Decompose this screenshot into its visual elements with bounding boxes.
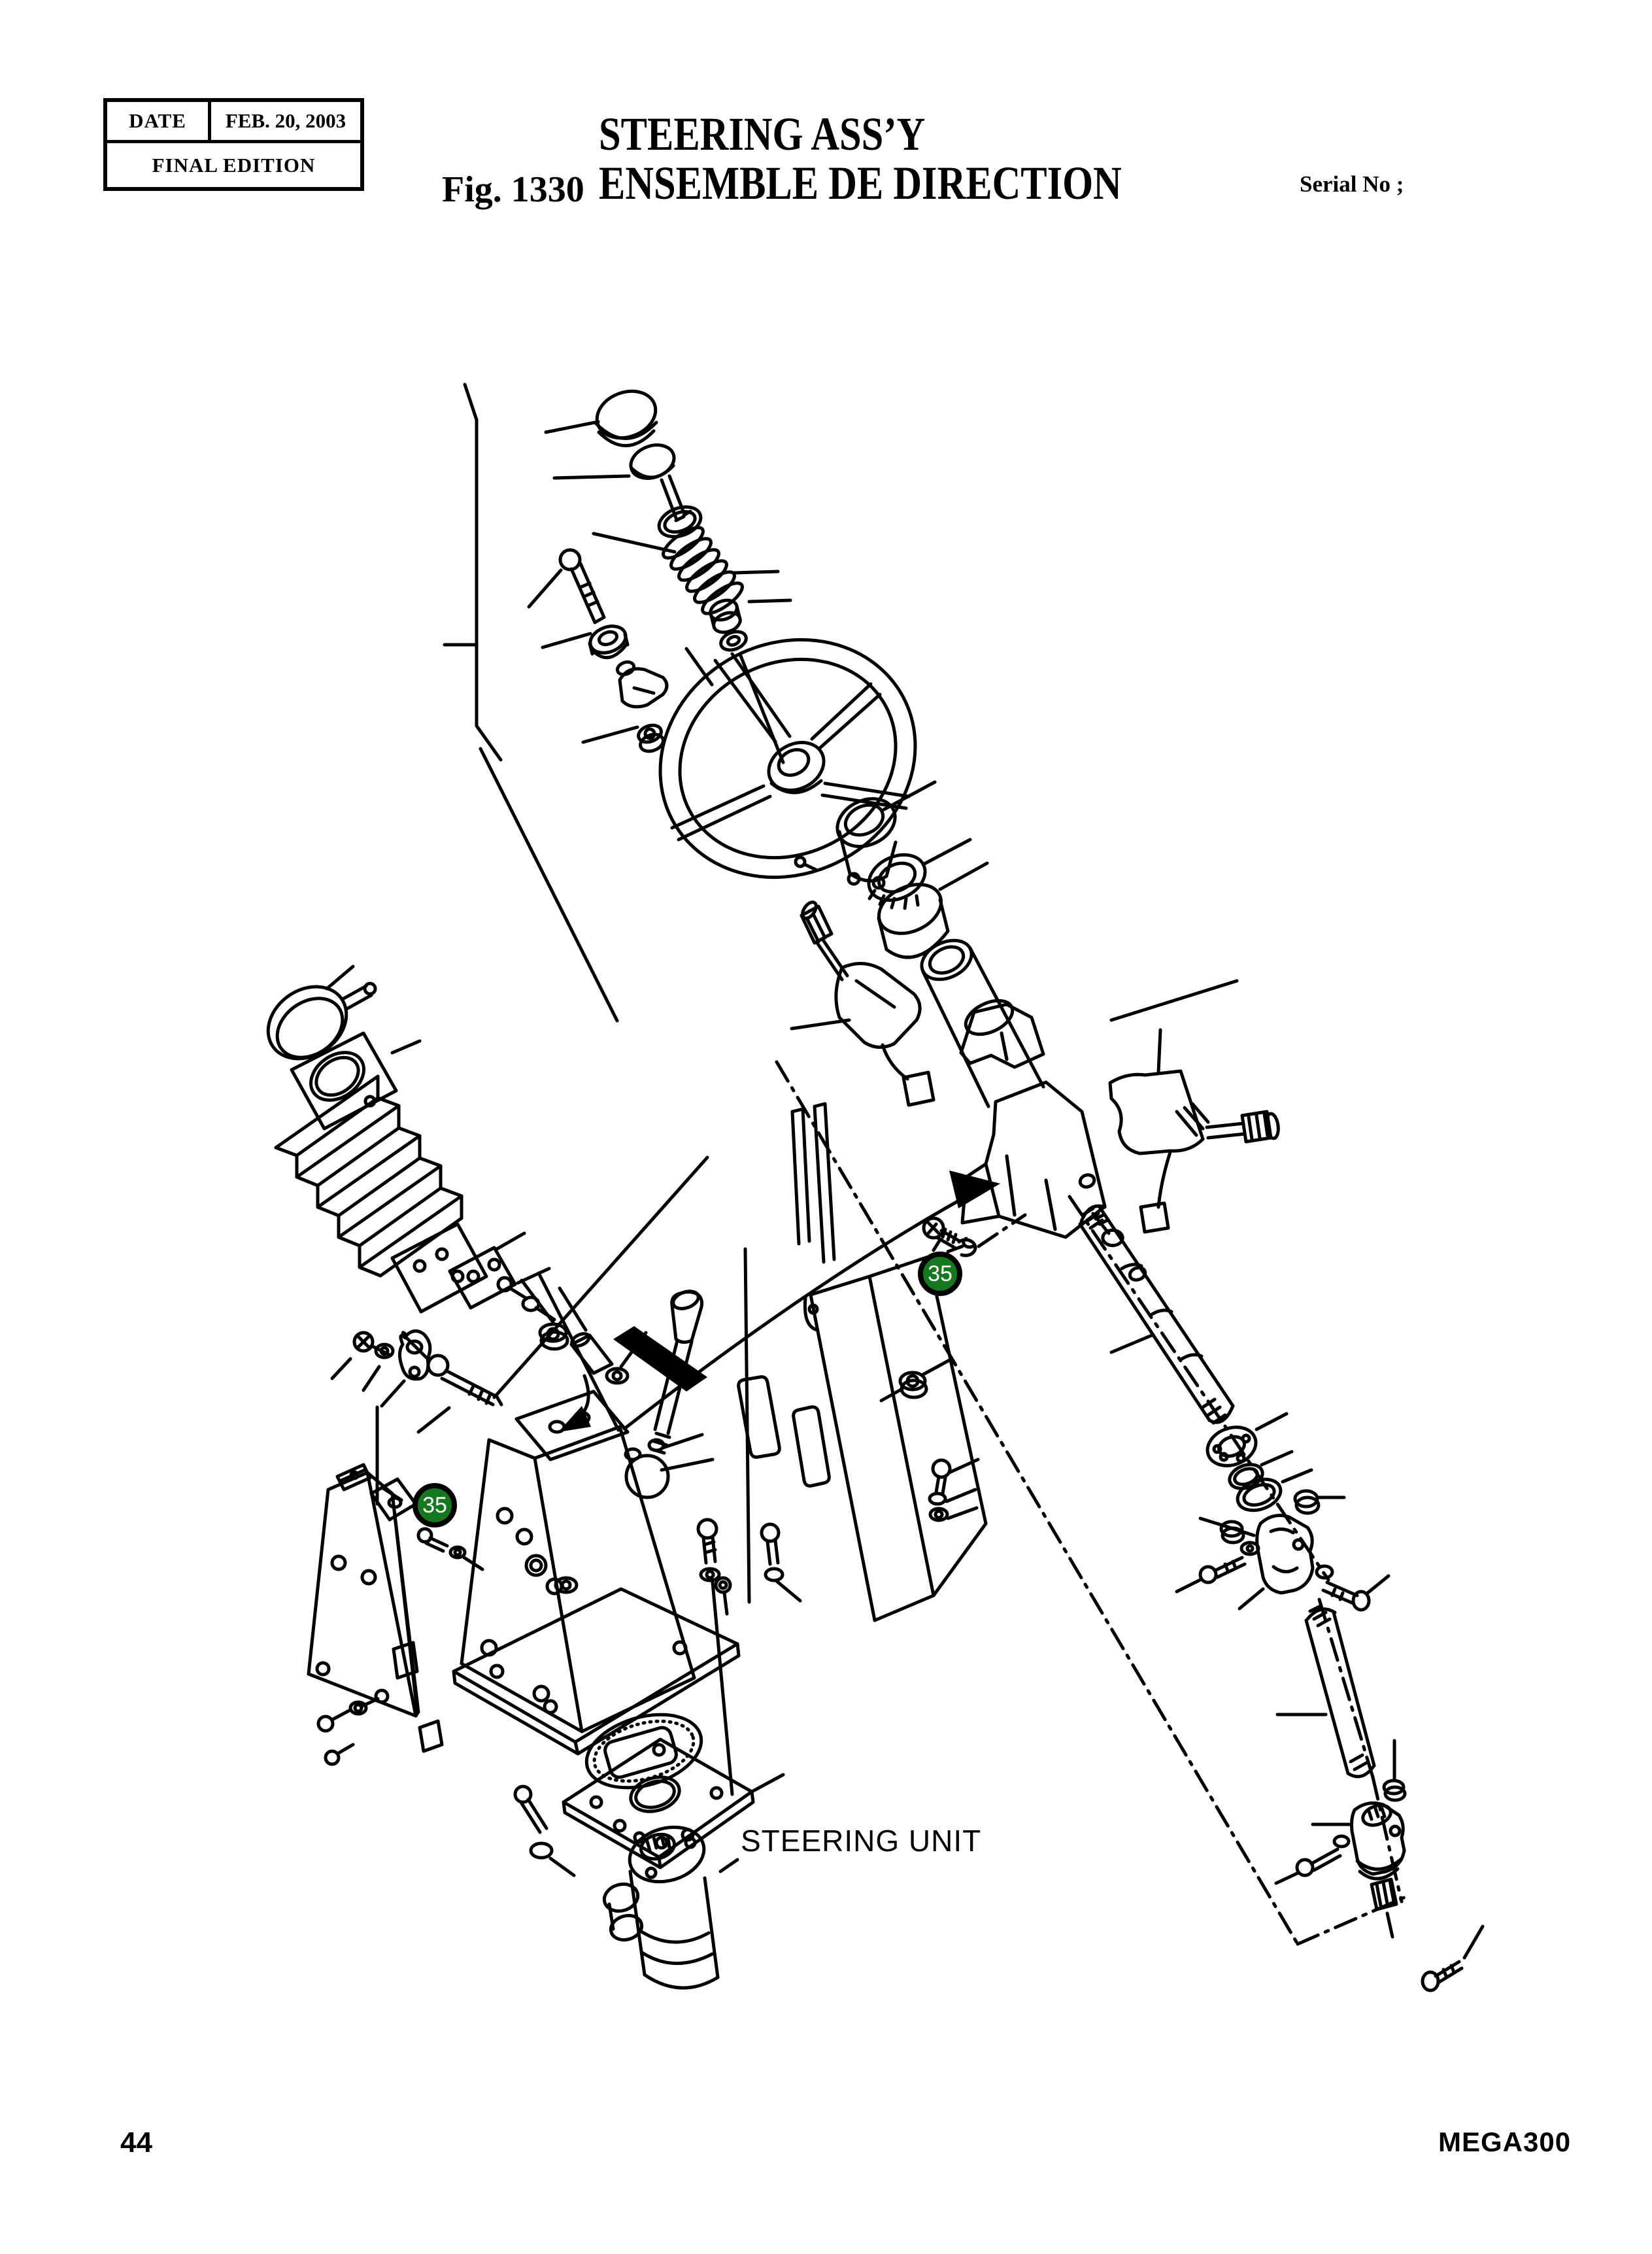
steering-wheel <box>658 638 917 879</box>
callout-bolt-right <box>922 1216 977 1257</box>
shift-lever <box>613 1289 715 1499</box>
figure-number: Fig. 1330 <box>442 169 584 210</box>
callout-badge: 35 <box>918 1252 962 1296</box>
callout-number: 35 <box>422 1492 447 1518</box>
center-lines <box>375 1060 1409 1946</box>
horn-cap-parts <box>594 389 748 652</box>
column-tube <box>920 938 1239 1282</box>
left-cover-bracket <box>307 1463 444 1766</box>
pedestal-bracket <box>452 1390 802 1796</box>
turn-signal-lever <box>790 900 936 1107</box>
title-english: STEERING ASS’Y <box>599 108 926 160</box>
callout-number: 35 <box>928 1261 952 1286</box>
fastener-clusters <box>330 1278 648 1434</box>
cover-panels <box>737 1102 988 1622</box>
upper-shaft <box>1078 1204 1346 1515</box>
wiper-lever <box>1108 1028 1280 1234</box>
column-top-parts <box>794 780 989 959</box>
horn-contact-parts <box>558 548 669 753</box>
bellows-boot <box>266 965 556 1322</box>
serial-no-label: Serial No ; <box>1300 171 1404 197</box>
model-label: MEGA300 <box>1438 2126 1572 2157</box>
date-value: FEB. 20, 2003 <box>225 109 346 132</box>
date-box: DATE FEB. 20, 2003 FINAL EDITION <box>103 98 364 191</box>
date-label: DATE <box>107 102 211 140</box>
callout-bolt-left <box>416 1527 484 1571</box>
universal-joint <box>1175 1514 1391 1612</box>
title-french: ENSEMBLE DE DIRECTION <box>599 157 1122 209</box>
lower-shaft <box>1274 1604 1485 1992</box>
edition-label: FINAL EDITION <box>152 154 316 177</box>
group-bracket <box>443 383 792 1023</box>
page-number: 44 <box>120 2126 152 2159</box>
page-title: STEERING ASS’Y ENSEMBLE DE DIRECTION <box>599 110 1122 208</box>
callout-badge: 35 <box>413 1483 457 1528</box>
steering-unit <box>513 1713 785 1990</box>
steering-unit-label: STEERING UNIT <box>741 1824 982 1858</box>
